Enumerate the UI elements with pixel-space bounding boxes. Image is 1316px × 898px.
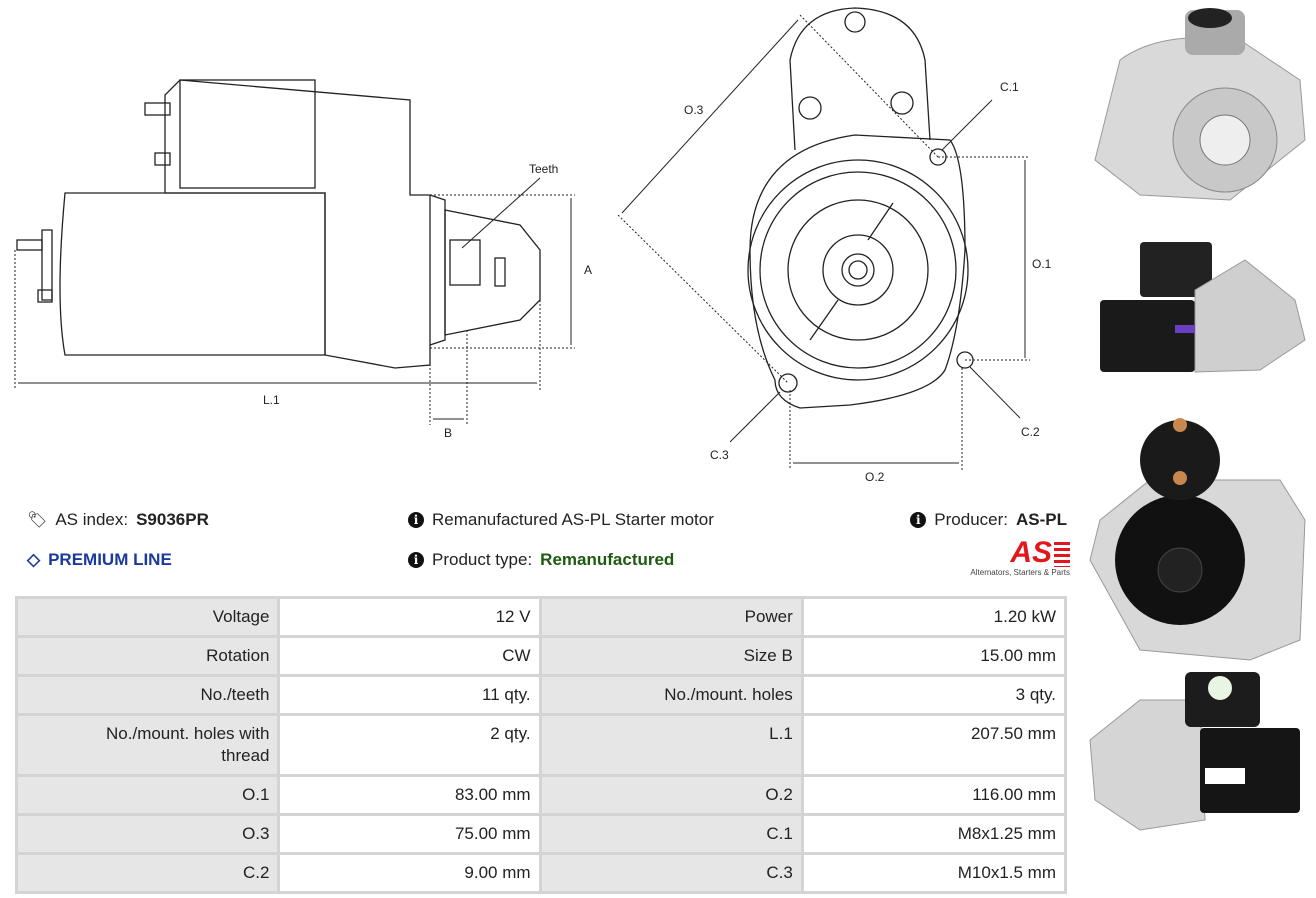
product-type: i Product type: Remanufactured	[408, 550, 674, 570]
spec-value: 1.20 kW	[800, 596, 1068, 638]
photo-front	[1094, 8, 1306, 201]
product-photos	[1089, 8, 1306, 831]
label-teeth: Teeth	[529, 162, 558, 176]
logo-mark: AS	[960, 538, 1070, 568]
spec-label: C.2	[14, 852, 281, 894]
tags-icon: 🏷	[27, 512, 48, 529]
spec-value: M10x1.5 mm	[800, 852, 1068, 894]
spec-value: 83.00 mm	[277, 774, 542, 816]
label-b: B	[444, 426, 452, 440]
spec-label: C.1	[538, 813, 804, 855]
label-c2: C.2	[1021, 425, 1040, 439]
photo-rear	[1089, 418, 1306, 661]
spec-label: Voltage	[14, 596, 281, 638]
spec-value: 15.00 mm	[800, 635, 1068, 677]
label-c1: C.1	[1000, 80, 1019, 94]
as-index-value: S9036PR	[136, 510, 209, 529]
spec-value: 3 qty.	[800, 674, 1068, 716]
spec-value: 2 qty.	[277, 713, 542, 777]
spec-label: No./teeth	[14, 674, 281, 716]
premium-line-label: PREMIUM LINE	[48, 550, 172, 569]
spec-value: 12 V	[277, 596, 542, 638]
spec-label: C.3	[538, 852, 804, 894]
premium-line-badge: ◇ PREMIUM LINE	[27, 550, 172, 570]
spec-label: O.2	[538, 774, 804, 816]
logo-tagline: Alternators, Starters & Parts	[970, 568, 1070, 577]
spec-label: No./mount. holes with thread	[14, 713, 281, 777]
spec-label: Size B	[538, 635, 804, 677]
as-index-label: AS index:	[55, 510, 129, 529]
spec-label: Power	[538, 596, 804, 638]
front-view-drawing: O.3 C.1 O.1 C.2 C.3 O.2	[617, 7, 1052, 484]
as-pl-logo: AS Alternators, Starters & Parts	[960, 538, 1070, 577]
product-type-label: Product type:	[432, 550, 533, 569]
label-o2: O.2	[865, 470, 885, 484]
info-icon: i	[408, 512, 424, 528]
product-type-value: Remanufactured	[540, 550, 675, 569]
label-o1: O.1	[1032, 257, 1052, 271]
label-a: A	[584, 263, 592, 277]
spec-label: No./mount. holes	[538, 674, 804, 716]
diamond-icon: ◇	[27, 550, 41, 569]
spec-value: 116.00 mm	[800, 774, 1068, 816]
photo-angle	[1089, 672, 1300, 831]
as-index: 🏷 AS index: S9036PR	[27, 510, 209, 530]
description: i Remanufactured AS-PL Starter motor	[408, 510, 714, 530]
spec-label: O.1	[14, 774, 281, 816]
label-l1: L.1	[263, 393, 280, 407]
spec-label: O.3	[14, 813, 281, 855]
label-c3: C.3	[710, 448, 729, 462]
photo-side	[1100, 242, 1306, 373]
spec-value: CW	[277, 635, 542, 677]
spec-label: L.1	[538, 713, 804, 777]
spec-value: 207.50 mm	[800, 713, 1068, 777]
label-o3: O.3	[684, 103, 704, 117]
info-icon: i	[408, 552, 424, 568]
spec-value: 75.00 mm	[277, 813, 542, 855]
info-icon: i	[910, 512, 927, 528]
producer-label: Producer:	[934, 510, 1008, 529]
spec-label: Rotation	[14, 635, 281, 677]
spec-value: 11 qty.	[277, 674, 542, 716]
side-view-drawing: Teeth A L.1 B	[14, 79, 592, 440]
description-text: Remanufactured AS-PL Starter motor	[432, 510, 714, 529]
spec-value: 9.00 mm	[277, 852, 542, 894]
producer-value: AS-PL	[1016, 510, 1067, 529]
producer: i Producer: AS-PL	[910, 510, 1067, 530]
spec-value: M8x1.25 mm	[800, 813, 1068, 855]
